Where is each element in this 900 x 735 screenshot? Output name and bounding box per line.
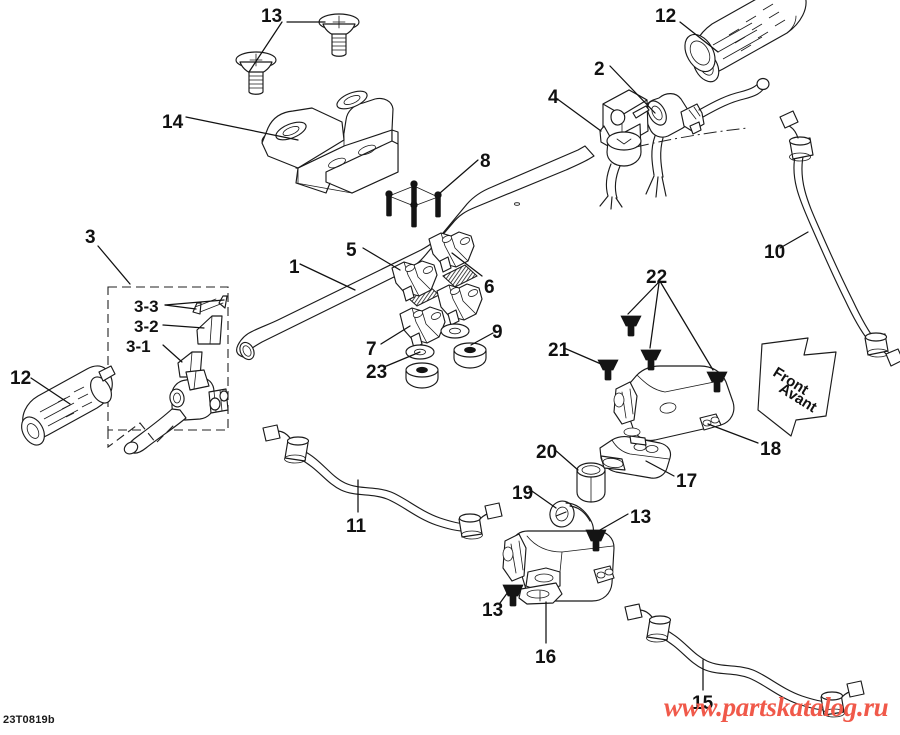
spring-clip — [549, 500, 594, 534]
nut-lower — [405, 362, 439, 389]
callout-handlebar-switch: 4 — [548, 87, 559, 108]
callout-bracket-bolt: 8 — [480, 151, 491, 172]
lower-housing — [502, 530, 615, 605]
callout-phillips-screw: 13 — [630, 507, 652, 528]
callout-master-cylinder-assembly: 3 — [85, 227, 96, 248]
callout-throttle-grip: 12 — [655, 6, 677, 27]
brake-hose-front — [262, 424, 503, 540]
support-bracket — [261, 90, 399, 194]
callout-spring-clip: 19 — [512, 483, 534, 504]
nut-upper — [453, 342, 487, 369]
bracket-bolts — [385, 180, 442, 228]
callout-upper-clamp-left: 5 — [346, 240, 357, 261]
upper-cover — [613, 365, 735, 442]
lower-clamp-front — [399, 306, 446, 349]
housing-screw — [597, 359, 619, 381]
callout-washer: 23 — [366, 362, 388, 383]
cover-3-2 — [196, 315, 223, 345]
phillips-screw-lower-left — [502, 584, 524, 607]
callout-left-grip: 12 — [10, 368, 32, 389]
master-cylinder-assembly — [123, 369, 229, 455]
callout-upper-clamp-right: 6 — [484, 277, 495, 298]
callout-upper-cover: 18 — [760, 439, 782, 460]
leader-lines — [30, 21, 809, 691]
callout-throttle-housing: 2 — [594, 59, 605, 80]
callout-nut: 9 — [492, 322, 503, 343]
throttle-housing — [643, 77, 770, 198]
phillips-screw-lower-right — [585, 529, 607, 552]
callout-lower-housing: 16 — [535, 647, 557, 668]
upper-clamp-left — [391, 260, 438, 302]
bushing — [576, 462, 606, 503]
phillips-screw-top-left — [235, 51, 277, 95]
callout-support-bracket: 14 — [162, 112, 184, 133]
callout-brake-hose-lower: 15 — [692, 693, 714, 714]
brake-hose-lower — [624, 603, 865, 718]
callout-lower-clamp: 7 — [366, 339, 377, 360]
washer-upper — [440, 323, 470, 339]
callout-housing-screw: 21 — [548, 340, 570, 361]
callout-cover-screw: 22 — [646, 267, 668, 288]
callout-cover-3-2: 3-2 — [134, 317, 159, 336]
callout-mounting-plate: 17 — [676, 471, 698, 492]
throttle-cable-path — [635, 127, 749, 148]
upper-clamp-right — [428, 231, 475, 273]
cap-3-3 — [192, 295, 228, 315]
callout-phillips-screw: 13 — [482, 600, 504, 621]
callout-handlebar: 1 — [289, 257, 300, 278]
callout-brake-hose-rear: 10 — [764, 242, 786, 263]
callout-boot-3-1: 3-1 — [126, 337, 151, 356]
front-avant-arrow: Front Avant — [757, 337, 837, 437]
lower-clamp-rear — [436, 283, 483, 326]
cover-screws — [620, 282, 728, 393]
callout-brake-hose-front: 11 — [346, 516, 367, 537]
mounting-plate — [599, 435, 672, 479]
watermark: www.partskatalog.ru — [664, 692, 889, 722]
handlebar-switch — [599, 89, 650, 210]
callout-phillips-screw: 13 — [261, 6, 283, 27]
throttle-grip — [684, 0, 807, 83]
callout-cap-3-3: 3-3 — [134, 297, 159, 316]
phillips-screw-top-right — [318, 13, 360, 57]
callout-bushing: 20 — [536, 442, 558, 463]
brake-hose-rear — [779, 110, 900, 367]
drawing-code: 23T0819b — [3, 714, 55, 726]
